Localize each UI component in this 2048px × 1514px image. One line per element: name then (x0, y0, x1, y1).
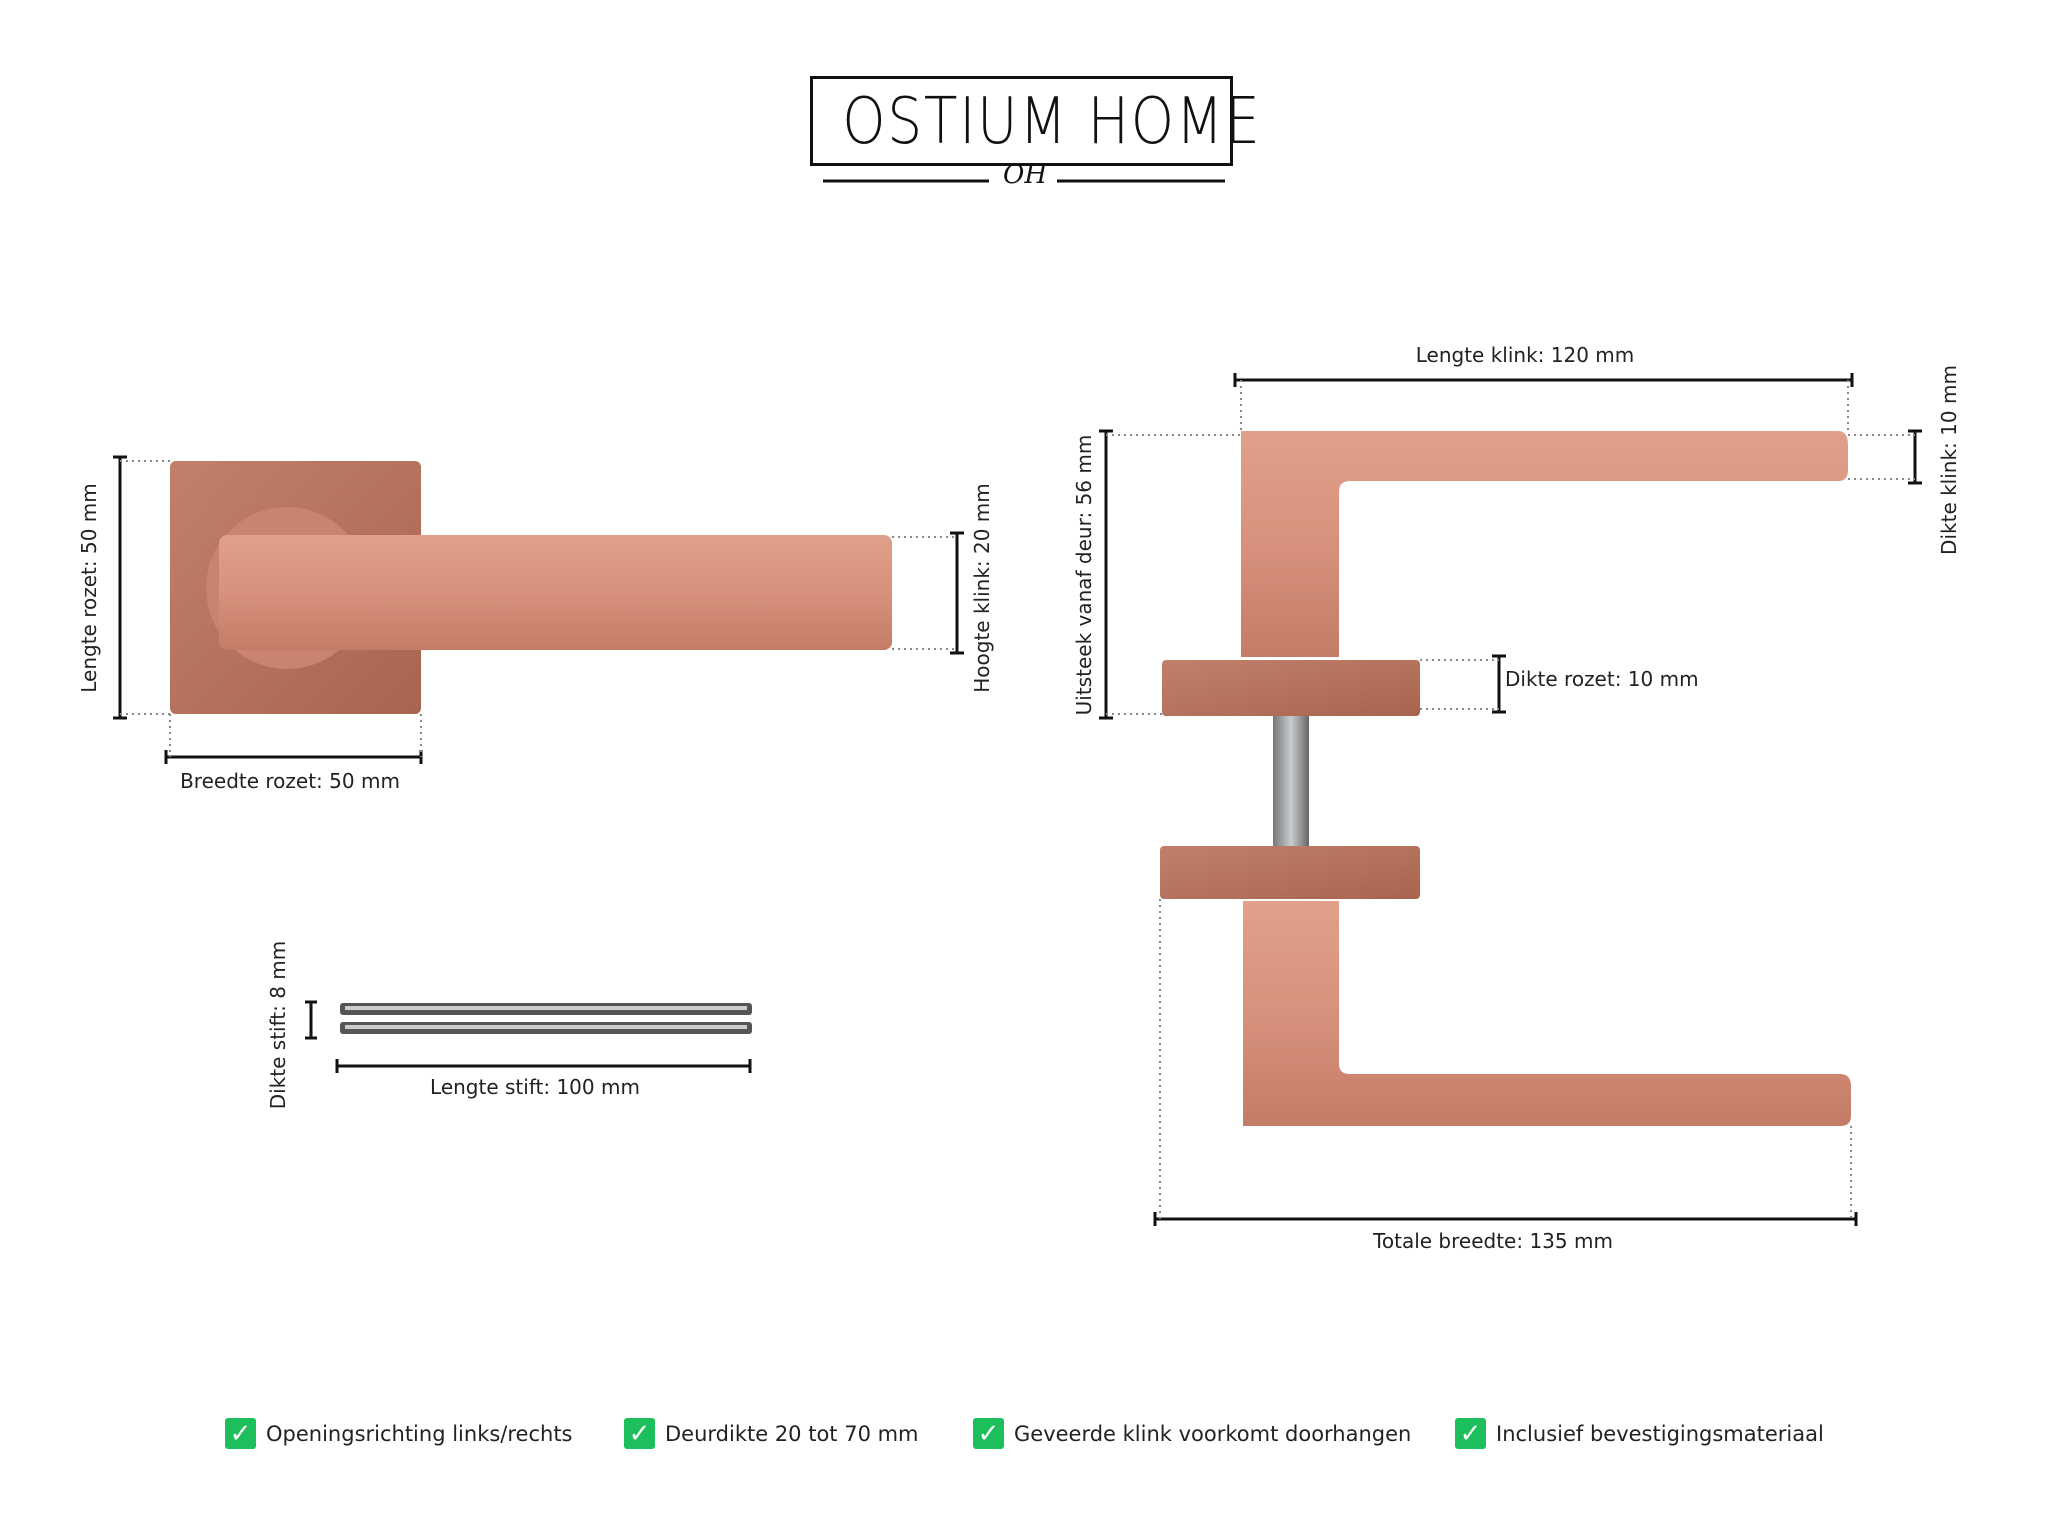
front-view-handle (170, 461, 892, 714)
rozet-length-label: Lengte rozet: 50 mm (77, 483, 101, 693)
feature-label: Openingsrichting links/rechts (266, 1421, 573, 1446)
feature-item: ✓ Inclusief bevestigingsmateriaal (1455, 1418, 1824, 1449)
brand-logo: OSTIUM HOME (810, 76, 1262, 166)
lever (219, 535, 892, 650)
pin-length-label: Lengte stift: 100 mm (430, 1075, 640, 1099)
feature-label: Deurdikte 20 tot 70 mm (665, 1421, 919, 1446)
rozet-width-label: Breedte rozet: 50 mm (180, 769, 400, 793)
check-icon: ✓ (225, 1418, 256, 1449)
handle-thickness-label: Dikte klink: 10 mm (1937, 365, 1961, 555)
brand-monogram: OH (1003, 160, 1047, 190)
check-icon: ✓ (1455, 1418, 1486, 1449)
rozet-thickness-label: Dikte rozet: 10 mm (1505, 667, 1699, 691)
feature-item: ✓ Deurdikte 20 tot 70 mm (624, 1418, 919, 1449)
rosette-lower (1160, 846, 1420, 899)
pin (340, 1003, 752, 1034)
handle-length-label: Lengte klink: 120 mm (1415, 343, 1635, 367)
projection-label: Uitsteek vanaf deur: 56 mm (1072, 434, 1096, 716)
feature-label: Geveerde klink voorkomt doorhangen (1014, 1421, 1412, 1446)
check-icon: ✓ (973, 1418, 1004, 1449)
feature-item: ✓ Openingsrichting links/rechts (225, 1418, 573, 1449)
check-icon: ✓ (624, 1418, 655, 1449)
spindle (1273, 716, 1309, 846)
pin-thickness-label: Dikte stift: 8 mm (266, 940, 290, 1110)
side-view-handle (1160, 431, 1851, 1126)
feature-item: ✓ Geveerde klink voorkomt doorhangen (973, 1418, 1411, 1449)
handle-height-label: Hoogte klink: 20 mm (970, 483, 994, 693)
feature-label: Inclusief bevestigingsmateriaal (1496, 1421, 1824, 1446)
brand-name: OSTIUM HOME (842, 85, 1262, 159)
rosette-upper (1162, 660, 1420, 716)
total-width-label: Totale breedte: 135 mm (1373, 1229, 1613, 1253)
